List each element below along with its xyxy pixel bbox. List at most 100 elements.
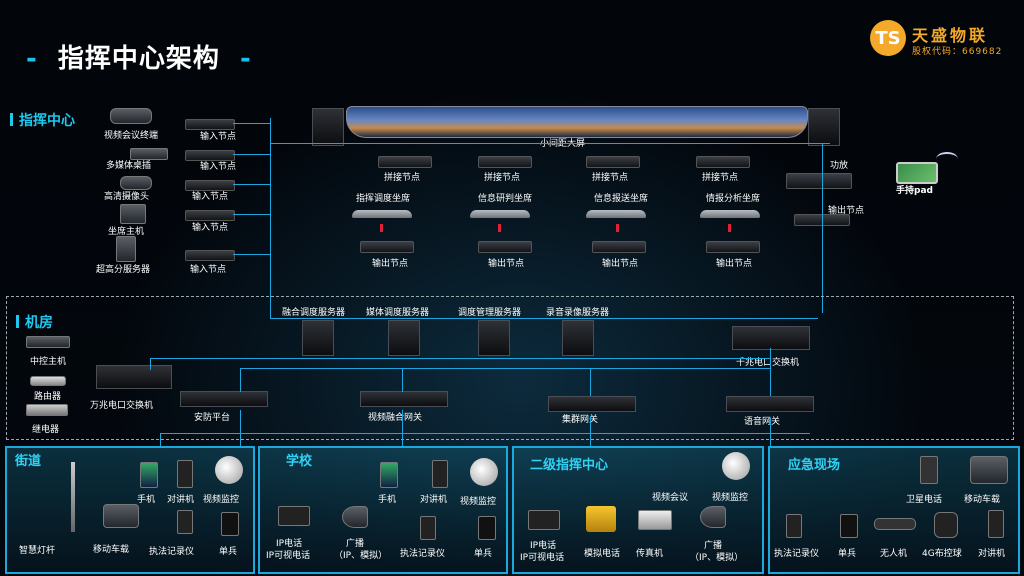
output-node-label: 输出节点: [602, 259, 639, 269]
large-screen-label: 小间距大屏: [540, 139, 586, 149]
cluster-gateway-label: 集群网关: [562, 415, 599, 425]
connector-line: [822, 143, 823, 313]
server-label: 融合调度服务器: [282, 308, 346, 318]
input-device-label: 超高分服务器: [96, 265, 151, 275]
fax-label: 传真机: [636, 549, 664, 559]
ip-video-phone-label: IP可视电话: [520, 553, 565, 563]
satellite-phone-icon: [920, 456, 938, 484]
speaker-right-icon: [808, 108, 840, 146]
single-soldier-icon: [478, 516, 496, 540]
server-icon: [562, 320, 594, 356]
broadcast-label: 广播: [704, 541, 723, 551]
connector-line: [233, 214, 270, 215]
multimedia-socket-icon: [130, 148, 168, 160]
output-node-icon: [706, 241, 760, 253]
connector-line: [233, 254, 270, 255]
panel-school: 学校 手机 对讲机 视频监控 IP电话 IP可视电话 广播 （IP、模拟） 执法…: [258, 446, 508, 574]
input-node-icon: [185, 210, 235, 221]
server-icon: [478, 320, 510, 356]
splice-node-label: 拼接节点: [592, 173, 629, 183]
broadcast-label: 广播: [346, 539, 365, 549]
connector-line: [160, 433, 161, 447]
logo-name: 天盛物联: [912, 26, 989, 45]
panel-street: 街道 智慧灯杆 移动车载 手机 对讲机 视频监控 执法记录仪 单兵: [5, 446, 255, 574]
machine-room-box: [6, 296, 1014, 440]
connector-line: [402, 368, 403, 392]
voice-gateway-label: 语音网关: [744, 417, 781, 427]
server-icon: [116, 236, 136, 262]
vehicle-label: 移动车载: [93, 545, 130, 555]
video-surveillance-label: 视频监控: [460, 497, 497, 507]
input-node-icon: [185, 150, 235, 161]
amplifier-icon: [786, 173, 852, 189]
seat-label: 信息报送坐席: [594, 194, 649, 204]
walkie-talkie-icon: [177, 460, 193, 488]
vehicle-label: 移动车载: [964, 495, 1001, 505]
connector-line: [770, 348, 771, 396]
server-label: 录音录像服务器: [546, 308, 610, 318]
input-node-icon: [185, 180, 235, 191]
microphone-icon: [380, 224, 383, 232]
smart-pole-label: 智慧灯杆: [19, 546, 56, 556]
walkie-talkie-label: 对讲机: [167, 495, 195, 505]
walkie-talkie-icon: [988, 510, 1004, 538]
body-camera-icon: [420, 516, 436, 540]
ip-phone-label: IP电话: [276, 539, 303, 549]
ip-phone-icon: [528, 510, 560, 530]
input-node-label: 输入节点: [192, 192, 229, 202]
video-conference-label: 视频会议: [652, 493, 689, 503]
connector-line: [233, 184, 270, 185]
broadcast-sub-label: （IP、模拟）: [334, 551, 388, 561]
server-icon: [302, 320, 334, 356]
seat-console-icon: [700, 210, 760, 218]
connector-line: [160, 433, 810, 434]
input-node-label: 输入节点: [200, 162, 237, 172]
analog-phone-label: 模拟电话: [584, 549, 621, 559]
walkie-talkie-icon: [432, 460, 448, 488]
connector-line: [270, 318, 818, 319]
broadcast-sub-label: （IP、模拟）: [690, 553, 744, 563]
video-surveillance-label: 视频监控: [712, 493, 749, 503]
analog-phone-icon: [586, 506, 616, 532]
seat-console-icon: [470, 210, 530, 218]
gigabit-switch-icon: [732, 326, 810, 350]
connector-line: [270, 118, 271, 318]
connector-line: [240, 368, 770, 369]
connector-line: [233, 154, 270, 155]
video-gateway-label: 视频融合网关: [368, 413, 423, 423]
ten-gigabit-switch-label: 万兆电口交换机: [90, 401, 154, 411]
tablet-icon: [896, 162, 938, 184]
gigabit-switch-label: 千兆电口交换机: [736, 358, 800, 368]
ip-phone-icon: [278, 506, 310, 526]
walkie-talkie-label: 对讲机: [420, 495, 448, 505]
output-node-label: 输出节点: [372, 259, 409, 269]
panel-title: 应急现场: [788, 458, 841, 473]
page-title-text: 指挥中心架构: [57, 44, 220, 74]
wifi-icon: [936, 152, 958, 166]
logo-mark: TS: [870, 20, 906, 56]
connector-line: [233, 123, 270, 124]
splice-node-label: 拼接节点: [484, 173, 521, 183]
speaker-icon: [700, 506, 726, 528]
dome-camera-icon: [722, 452, 750, 480]
seat-label: 信息研判坐席: [478, 194, 533, 204]
connector-line: [402, 410, 403, 446]
input-device-label: 视频会议终端: [104, 131, 159, 141]
company-logo: TS 天盛物联 股权代码：669682: [870, 20, 1010, 70]
conference-terminal-icon: [110, 108, 152, 124]
input-node-label: 输入节点: [192, 223, 229, 233]
body-camera-icon: [177, 510, 193, 534]
panel-title: 学校: [286, 454, 313, 469]
panel-secondary-command: 二级指挥中心 视频会议 视频监控 IP电话 IP可视电话 模拟电话 传真机 广播…: [512, 446, 764, 574]
speaker-left-icon: [312, 108, 344, 146]
panel-emergency: 应急现场 卫星电话 移动车载 执法记录仪 单兵 无人机 4G布控球 对讲机: [768, 446, 1020, 574]
microphone-icon: [616, 224, 619, 232]
dome-camera-icon: [470, 458, 498, 486]
output-node-icon: [478, 241, 532, 253]
connector-line: [240, 368, 241, 392]
panel-title: 二级指挥中心: [530, 458, 609, 473]
input-device-label: 多媒体桌插: [106, 161, 152, 171]
page-title: - 指挥中心架构 -: [26, 44, 252, 74]
body-camera-label: 执法记录仪: [400, 549, 446, 559]
input-node-label: 输入节点: [190, 265, 227, 275]
